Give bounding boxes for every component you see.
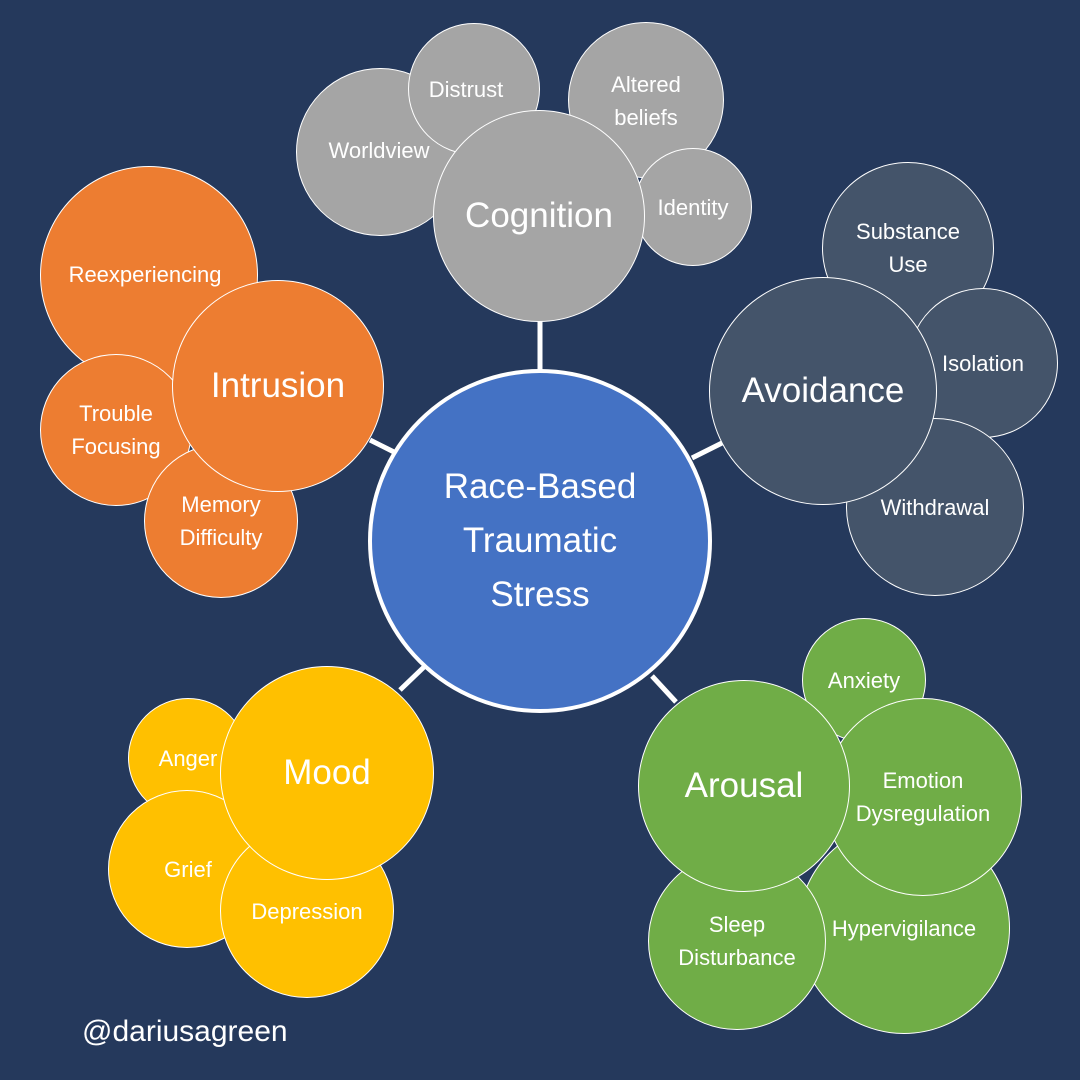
avoidance-item-label: Withdrawal: [880, 494, 990, 520]
avoidance-hub: Avoidance: [709, 277, 937, 505]
arousal-item-label: Hypervigilance: [831, 915, 977, 941]
arousal-item-label: Sleep Disturbance: [678, 912, 796, 970]
intrusion-item-label: Reexperiencing: [68, 261, 222, 287]
arousal-bubble-emotion-dysregulation: Emotion Dysregulation: [824, 698, 1022, 896]
mood-item-label: Depression: [251, 898, 363, 924]
center-label: Race-Based Traumatic Stress: [443, 467, 637, 614]
intrusion-hub: Intrusion: [172, 280, 384, 492]
connector-intrusion: [368, 437, 396, 455]
intrusion-item-label: Memory Difficulty: [179, 492, 263, 550]
arousal-item-label: Anxiety: [827, 667, 901, 693]
mood-item-label: Anger: [158, 745, 218, 771]
intrusion-item-label: Trouble Focusing: [71, 401, 161, 459]
intrusion-label: Intrusion: [210, 366, 346, 405]
avoidance-item-label: Isolation: [942, 350, 1024, 376]
mood-label: Mood: [283, 753, 371, 792]
cognition-bubble-distrust: Distrust: [408, 23, 540, 155]
mood-hub: Mood: [220, 666, 434, 880]
connector-arousal: [650, 674, 678, 704]
cognition-item-label: Identity: [657, 194, 729, 220]
arousal-item-label: Emotion Dysregulation: [855, 768, 991, 826]
cognition-item-label: Worldview: [328, 137, 430, 163]
cognition-item-label: Altered beliefs: [611, 72, 681, 130]
cognition-label: Cognition: [465, 196, 613, 235]
mood-item-label: Grief: [164, 856, 212, 882]
arousal-label: Arousal: [684, 766, 804, 805]
cognition-item-label: Distrust: [428, 76, 504, 102]
author-handle: @dariusagreen: [82, 1015, 288, 1048]
avoidance-label: Avoidance: [741, 371, 905, 410]
center-circle: Race-Based Traumatic Stress: [368, 369, 712, 713]
avoidance-item-label: Substance Use: [856, 219, 960, 277]
arousal-hub: Arousal: [638, 680, 850, 892]
connector-mood: [398, 665, 426, 692]
arousal-bubble-sleep-disturbance: Sleep Disturbance: [648, 852, 826, 1030]
cognition-bubble-identity: Identity: [634, 148, 752, 266]
cognition-hub: Cognition: [433, 110, 645, 322]
